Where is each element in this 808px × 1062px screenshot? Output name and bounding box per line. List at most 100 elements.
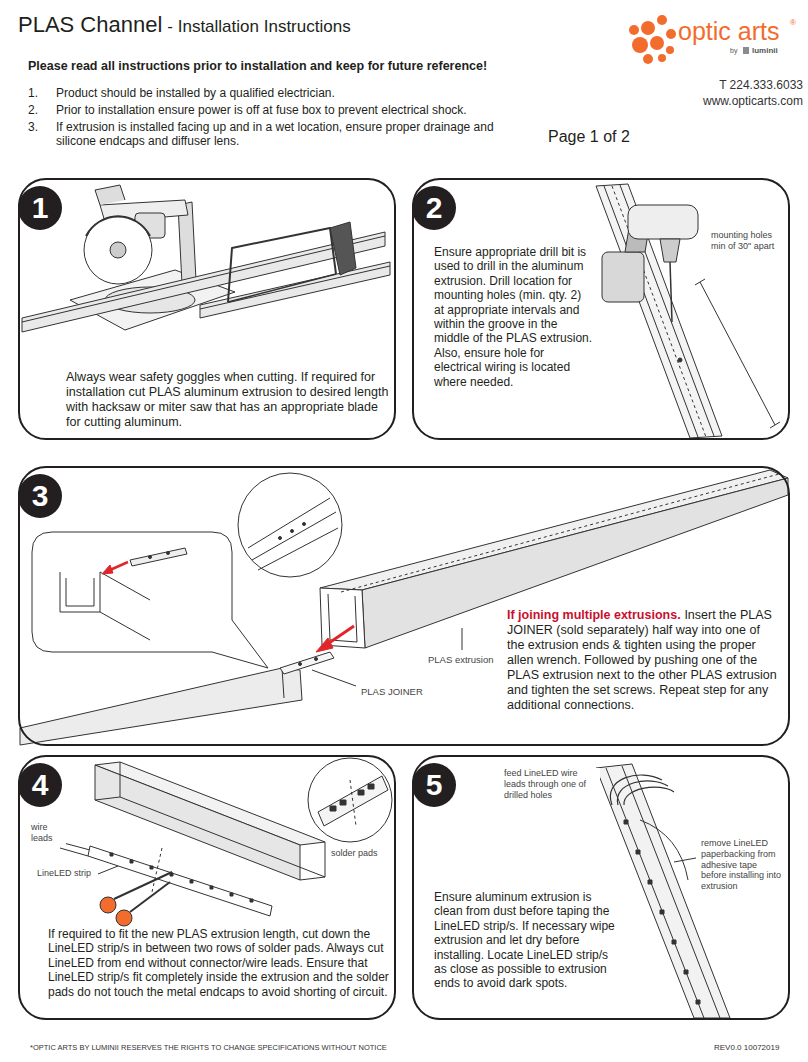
extrusion-wires (636, 850, 640, 854)
extrusion-strip (88, 846, 272, 916)
red-arrow (102, 565, 113, 574)
logo-dots (657, 15, 667, 25)
extrusion-drill (695, 279, 780, 428)
extrusion-strip (60, 758, 392, 916)
extrusion-joint (248, 498, 338, 570)
page-text: REV0.0 10072019 (714, 1043, 779, 1053)
logo-dots (658, 54, 666, 62)
extrusion-strip (330, 784, 374, 811)
extrusion-strip (308, 758, 392, 842)
step-text: Insert the PLAS JOINER (sold separately)… (507, 608, 777, 712)
extrusion-joint (32, 532, 268, 668)
step-panel: 1Always wear safety goggles when cutting… (18, 178, 396, 440)
red-arrow (110, 562, 128, 570)
extrusion-joint (299, 663, 302, 666)
step-panel: 3If joining multiple extrusions.Insert t… (18, 466, 790, 746)
line-art (20, 184, 788, 1018)
page-text: 1. (28, 86, 38, 100)
extrusion-strip (358, 790, 364, 795)
extrusion-wires (606, 766, 720, 1018)
extrusion-joint (167, 552, 170, 555)
extrusion-joint (20, 470, 788, 745)
extrusion-joint (341, 474, 779, 592)
extrusion-drill (628, 205, 698, 239)
extrusion-drill (700, 282, 775, 425)
step-text: If required to fit the new PLAS extrusio… (48, 927, 390, 999)
page-text: Page 1 of 2 (548, 127, 630, 146)
extrusion-strip (150, 866, 153, 869)
extrusion-drill (604, 185, 714, 437)
extrusion-strip (250, 899, 253, 902)
step-number: 4 (18, 763, 62, 807)
page-text: Prior to installation ensure power is of… (56, 103, 467, 117)
extrusion-strip (152, 848, 162, 892)
extrusion-joint (303, 523, 306, 526)
luminii-icon (743, 47, 749, 54)
extrusion-wires (610, 775, 674, 805)
extrusion-strip (318, 776, 388, 826)
extrusion-wires (624, 820, 700, 1004)
extrusion-strip (110, 853, 253, 902)
extrusion-drill (612, 186, 706, 437)
extrusion-joint (130, 548, 187, 566)
scissors (100, 872, 172, 926)
extrusion-strip (230, 893, 233, 896)
extrusion-joint (291, 530, 294, 533)
logo-dots (632, 37, 648, 53)
extrusion-joint (149, 556, 152, 559)
extrusion-wires (648, 880, 652, 884)
step-body: Ensure appropriate drill bit is used to … (434, 245, 594, 389)
page-text: by (730, 47, 737, 55)
extrusion-strip (95, 762, 325, 880)
callout-label: remove LineLED paperbacking from adhesiv… (700, 838, 786, 892)
hacksaw (228, 228, 336, 302)
page-text: Product should be installed by a qualifi… (56, 86, 335, 100)
extrusion-strip (330, 806, 336, 811)
extrusion-strip (210, 886, 213, 889)
extrusion-strip (190, 880, 193, 883)
page-text: optic arts (678, 16, 779, 46)
extrusion-strip (98, 866, 118, 874)
extrusion-joint (315, 658, 318, 661)
extrusion-joint (362, 478, 788, 648)
callout-label: mounting holes min of 30" apart (710, 230, 784, 252)
extrusion-wires (674, 858, 696, 862)
scissors (114, 872, 172, 912)
step-panel: 4 If required to fit the new PLAS extrusi… (18, 755, 396, 1020)
page-text: 2. (28, 103, 38, 117)
miter-saw (110, 242, 126, 258)
extrusion-strip (340, 800, 346, 805)
step-text: Ensure appropriate drill bit is used to … (434, 245, 594, 346)
step-body: If joining multiple extrusions.Insert th… (507, 608, 777, 713)
red-arrow (102, 562, 354, 652)
scissors (100, 897, 116, 913)
extrusion-joint (238, 473, 342, 577)
miter-saw (84, 216, 152, 284)
step-number: 2 (412, 186, 456, 230)
miter-saw (86, 216, 150, 236)
step-number: 5 (412, 763, 456, 807)
step-heading: If joining multiple extrusions. (507, 608, 681, 622)
callout-label: PLAS JOINER (360, 686, 424, 697)
extrusion-strip (110, 853, 113, 856)
extrusion-joint (462, 628, 463, 650)
miter-saw (95, 185, 125, 205)
page-text: ® (790, 18, 796, 28)
extrusion-drill (602, 252, 644, 302)
callout-label: PLAS extrusion (427, 654, 494, 665)
page-text: If extrusion is installed facing up and … (56, 120, 526, 149)
extrusion-wires (640, 820, 688, 880)
page-title: PLAS Channel (18, 12, 162, 38)
step-body: If required to fit the new PLAS extrusio… (48, 927, 390, 999)
page-text: T 224.333.6033 (719, 78, 803, 92)
extrusion-strip (130, 860, 133, 863)
page-text: Please read all instructions prior to in… (28, 59, 487, 74)
callout-label: LineLED strip (36, 868, 92, 879)
red-arrow (316, 638, 333, 652)
extrusion-wires (684, 970, 688, 974)
logo-dots (666, 29, 676, 39)
extrusion-joint (280, 652, 334, 674)
extrusion-wires (672, 940, 676, 944)
